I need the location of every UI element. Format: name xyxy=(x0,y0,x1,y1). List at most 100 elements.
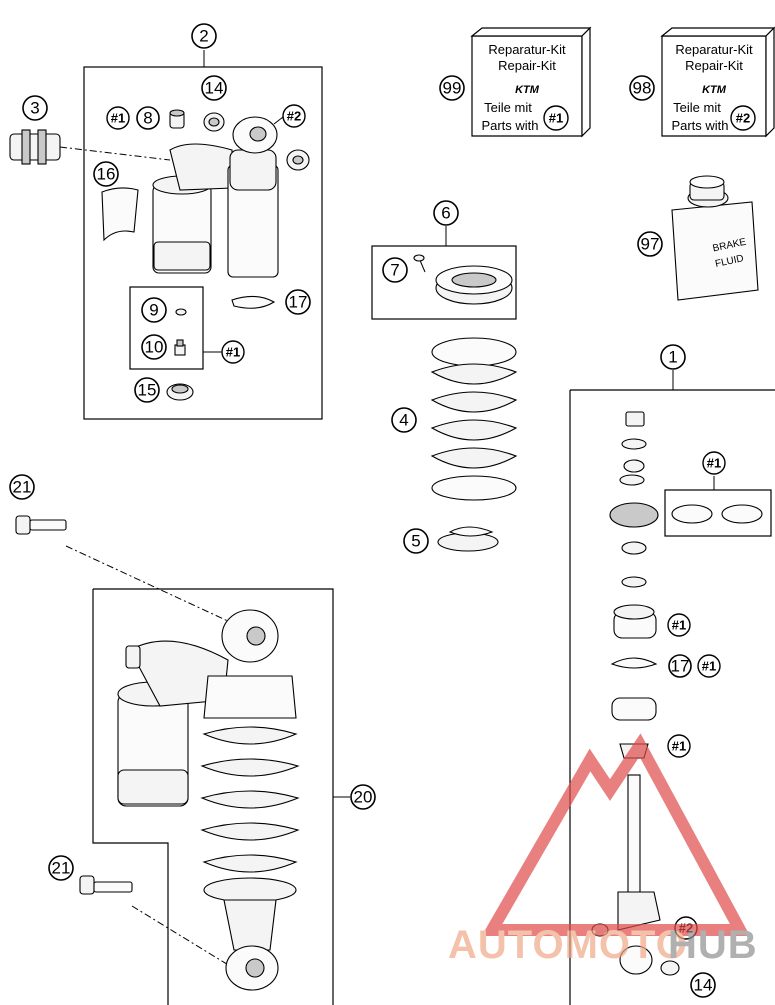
spring-nut-part-6 xyxy=(435,265,513,305)
ref-piston[interactable]: #1 xyxy=(667,613,691,637)
group-1-frame xyxy=(569,389,775,1005)
callout-21-top[interactable]: 21 xyxy=(9,474,35,500)
ref-kit98[interactable]: #2 xyxy=(730,105,756,131)
screw-part-7 xyxy=(413,254,426,273)
callout-6[interactable]: 6 xyxy=(433,200,459,226)
watermark-logo: AUTOMOTO HUB xyxy=(448,733,758,967)
svg-text:#1: #1 xyxy=(672,739,686,754)
spring-part-4 xyxy=(430,337,518,501)
assembled-shock-part-20 xyxy=(117,609,300,991)
ref-top-10[interactable]: #1 xyxy=(221,340,245,364)
svg-text:3: 3 xyxy=(30,99,39,118)
kit99-line4: Parts with xyxy=(481,118,538,133)
piston-ring-parts xyxy=(671,504,763,524)
callout-3[interactable]: 3 xyxy=(22,95,48,121)
svg-text:21: 21 xyxy=(52,859,71,878)
callout-2[interactable]: 2 xyxy=(191,23,217,49)
washer-upper-right xyxy=(286,149,310,171)
callout-98[interactable]: 98 xyxy=(629,75,655,101)
callout-8[interactable]: 8 xyxy=(136,106,160,130)
kit98-line3: Teile mit xyxy=(673,100,721,115)
ref-shaft-seals[interactable]: #1 xyxy=(697,654,721,678)
svg-text:4: 4 xyxy=(399,411,408,430)
svg-text:6: 6 xyxy=(441,204,450,223)
ref-top-2[interactable]: #2 xyxy=(282,104,306,128)
watermark-triangle-icon xyxy=(481,733,751,936)
callout-1[interactable]: 1 xyxy=(660,344,686,370)
svg-text:99: 99 xyxy=(443,79,462,98)
subgroup-ring-frame xyxy=(664,489,772,537)
watermark-text-b: HUB xyxy=(668,923,758,967)
callout-97[interactable]: 97 xyxy=(637,231,663,257)
svg-text:17: 17 xyxy=(289,293,308,312)
group-6-frame xyxy=(371,245,517,320)
callout-14-top[interactable]: 14 xyxy=(201,75,227,101)
callout-16[interactable]: 16 xyxy=(93,161,119,187)
svg-text:97: 97 xyxy=(641,235,660,254)
bolt-part-21-bottom xyxy=(79,875,231,967)
cap-part-15 xyxy=(166,383,194,401)
kit99-line2: Repair-Kit xyxy=(498,58,556,73)
svg-text:1: 1 xyxy=(668,348,677,367)
kit98-line1: Reparatur-Kit xyxy=(675,42,753,57)
callout-14-bottom[interactable]: 14 xyxy=(690,972,716,998)
ref-cap[interactable]: #1 xyxy=(667,734,691,758)
svg-text:5: 5 xyxy=(411,532,420,551)
group-2-frame xyxy=(83,66,323,420)
kit99-line3: Teile mit xyxy=(484,100,532,115)
svg-text:#1: #1 xyxy=(111,111,125,126)
svg-text:#1: #1 xyxy=(702,659,716,674)
callout-7[interactable]: 7 xyxy=(382,257,408,283)
kit99-line1: Reparatur-Kit xyxy=(488,42,566,57)
damper-stack xyxy=(591,411,680,976)
svg-text:8: 8 xyxy=(143,109,152,128)
svg-text:#1: #1 xyxy=(226,345,240,360)
svg-text:#2: #2 xyxy=(287,109,301,124)
subgroup-9-10-frame xyxy=(129,286,204,370)
svg-text:14: 14 xyxy=(205,79,224,98)
svg-text:16: 16 xyxy=(97,165,116,184)
svg-text:#1: #1 xyxy=(672,618,686,633)
svg-text:9: 9 xyxy=(149,301,158,320)
bolt-part-21-top xyxy=(15,515,231,623)
kit98-brand: KTM xyxy=(702,84,727,96)
callout-99[interactable]: 99 xyxy=(439,75,465,101)
callout-9[interactable]: 9 xyxy=(141,297,167,323)
ref-top-1[interactable]: #1 xyxy=(106,106,130,130)
svg-text:7: 7 xyxy=(390,261,399,280)
svg-text:10: 10 xyxy=(145,338,164,357)
ref-ring[interactable]: #1 xyxy=(702,451,726,475)
callout-17-top[interactable]: 17 xyxy=(285,289,311,315)
callout-21-bottom[interactable]: 21 xyxy=(48,855,74,881)
seal-part-9 xyxy=(175,308,187,316)
callout-4[interactable]: 4 xyxy=(391,407,417,433)
callout-20[interactable]: 20 xyxy=(350,784,376,810)
svg-text:15: 15 xyxy=(138,381,157,400)
ref-kit99[interactable]: #1 xyxy=(543,105,569,131)
bushing-part-14-top xyxy=(203,112,225,132)
callout-17-right[interactable]: 17 xyxy=(668,654,692,678)
repair-kit-99: Reparatur-Kit Repair-Kit KTM Teile mit P… xyxy=(470,26,592,138)
callout-5[interactable]: 5 xyxy=(403,528,429,554)
svg-text:#1: #1 xyxy=(549,111,563,126)
kit99-brand: KTM xyxy=(515,84,540,96)
svg-text:20: 20 xyxy=(354,788,373,807)
shock-body-upper xyxy=(152,116,279,278)
adjuster-part-3 xyxy=(9,129,171,165)
callout-10[interactable]: 10 xyxy=(141,334,167,360)
plug-part-8 xyxy=(169,109,185,129)
svg-text:2: 2 xyxy=(199,27,208,46)
brake-fluid-can-part-97: BRAKE FLUID xyxy=(671,175,759,301)
kit98-line2: Repair-Kit xyxy=(685,58,743,73)
svg-text:98: 98 xyxy=(633,79,652,98)
repair-kit-98: Reparatur-Kit Repair-Kit KTM Teile mit P… xyxy=(660,26,775,138)
callout-15[interactable]: 15 xyxy=(134,377,160,403)
watermark-text-a: AUTOMOTO xyxy=(448,923,688,967)
svg-text:17: 17 xyxy=(671,657,690,676)
svg-text:#1: #1 xyxy=(707,456,721,471)
svg-text:#2: #2 xyxy=(736,111,750,126)
svg-text:14: 14 xyxy=(694,976,713,995)
circlip-part-17-top xyxy=(231,295,276,309)
valve-part-10 xyxy=(174,339,186,356)
